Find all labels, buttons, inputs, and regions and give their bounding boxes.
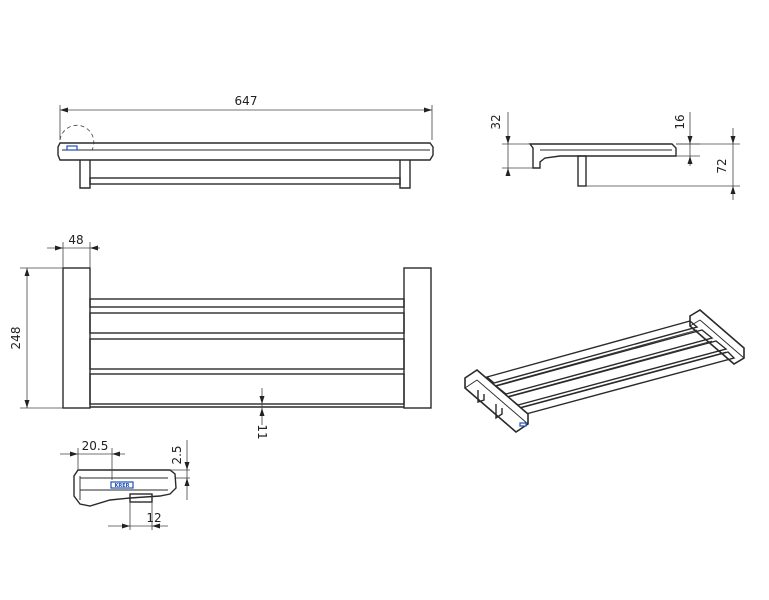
arrow-48-right: [90, 245, 98, 251]
dim-label-2-5: 2.5: [170, 445, 184, 464]
dim-label-647: 647: [235, 94, 258, 108]
arrow-11-bottom: [259, 408, 265, 416]
plan-slat-2: [89, 312, 405, 334]
iso-slat-shadow-2: [505, 340, 713, 398]
iso-slat-1: [485, 320, 699, 384]
arrow-72-top: [730, 136, 736, 144]
dim-label-20-5: 20.5: [82, 439, 109, 453]
arrow-248-bottom: [24, 400, 30, 408]
side-shelf-profile: [528, 143, 677, 169]
dim-label-248: 248: [9, 327, 23, 350]
detail-brand-text: KRER: [115, 483, 130, 489]
arrow-12-right: [152, 523, 160, 529]
arrow-2-5-top: [184, 462, 190, 470]
arrow-left: [60, 107, 68, 113]
brand-badge-icon: [66, 145, 78, 151]
front-lower-bar: [89, 177, 401, 185]
dim-label-12: 12: [146, 511, 161, 525]
plan-slat-4: [89, 373, 405, 405]
arrow-72-bottom: [730, 186, 736, 194]
iso-right-end-edge-2: [699, 319, 745, 359]
dim-label-11: 11: [255, 424, 269, 439]
arrow-16-bottom: [687, 156, 693, 164]
arrow-32-top: [505, 136, 511, 144]
arrow-20-5-left: [70, 451, 78, 457]
arrow-48-left: [55, 245, 63, 251]
detail-slot: [129, 493, 153, 503]
side-view: 32 16 72: [489, 112, 740, 200]
isometric-view: [464, 309, 745, 434]
dim-label-16: 16: [673, 114, 687, 129]
detail-view: KRER 20.5 2.5 12: [60, 439, 190, 530]
plan-left-end: [62, 267, 91, 409]
arrow-32-bottom: [505, 168, 511, 176]
iso-left-bracket-2: [495, 404, 503, 420]
front-right-bracket: [399, 160, 411, 189]
iso-left-bracket: [477, 390, 485, 403]
detail-brand-badge-icon: [110, 481, 134, 489]
plan-view: 48 248 11: [9, 233, 432, 440]
iso-left-end-edge: [464, 379, 478, 389]
arrow-12-left: [122, 523, 130, 529]
arrow-2-5-bottom: [184, 478, 190, 486]
iso-left-end-edge-2: [476, 379, 529, 425]
front-left-bracket: [79, 160, 91, 189]
plan-right-end: [403, 267, 432, 409]
arrow-16-top: [687, 136, 693, 144]
dim-label-32: 32: [489, 114, 503, 129]
plan-slat-3: [89, 338, 405, 370]
iso-right-end-edge: [689, 319, 701, 327]
dim-label-72: 72: [715, 158, 729, 173]
side-post: [577, 155, 587, 187]
iso-slat-shadow-3: [517, 351, 727, 409]
iso-brand-badge-icon: [519, 422, 527, 427]
iso-slat-shadow-1: [493, 329, 698, 387]
front-shelf-plate: [57, 142, 434, 161]
arrow-20-5-right: [112, 451, 120, 457]
front-view: 647: [57, 94, 434, 189]
arrow-248-top: [24, 268, 30, 276]
dim-label-48: 48: [68, 233, 83, 247]
arrow-right: [424, 107, 432, 113]
arrow-11-top: [259, 396, 265, 404]
plan-slat-1: [89, 298, 405, 308]
